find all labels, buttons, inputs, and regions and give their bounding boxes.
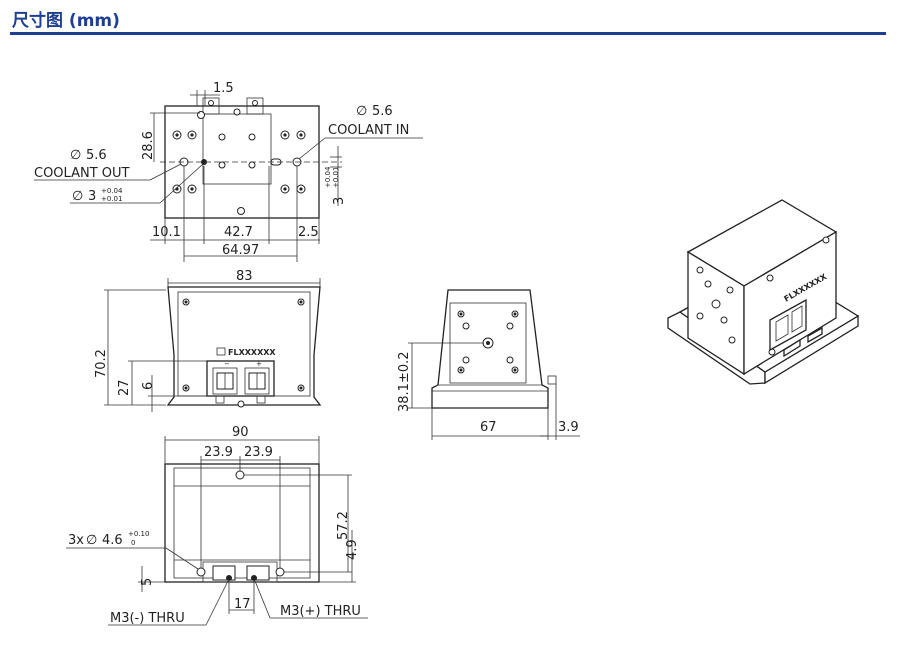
holes-tol-plus: +0.10 <box>128 530 149 538</box>
dim-57-2: 57.2 <box>336 511 351 540</box>
isometric-view: FLXXXXXX <box>667 199 860 385</box>
dim-5: 5 <box>140 578 155 586</box>
coolant-out-label: COOLANT OUT <box>34 166 130 181</box>
front-view: FLXXXXXX − + 83 70.2 27 6 <box>94 269 322 412</box>
dim-90: 90 <box>232 425 249 440</box>
side-view: 38.1±0.2 67 3.9 <box>397 289 580 440</box>
svg-text:−: − <box>224 360 230 368</box>
phi-symbol: ∅ <box>70 148 81 163</box>
dim-3-9: 3.9 <box>558 420 579 435</box>
m3-pos-label: M3(+) THRU <box>280 604 361 619</box>
tol-minus: +0.01 <box>332 167 340 188</box>
dim-holes-dia: 4.6 <box>102 533 123 548</box>
dim-3: 3 <box>332 197 347 205</box>
dim-64-97: 64.97 <box>222 243 259 258</box>
svg-text:+: + <box>256 360 262 368</box>
holes-tol-minus: 0 <box>131 539 135 547</box>
coolant-in-label: COOLANT IN <box>328 123 409 138</box>
dim-10-1: 10.1 <box>152 225 181 240</box>
dim-42-7: 42.7 <box>224 225 253 240</box>
dim-67: 67 <box>480 420 497 435</box>
bottom-view: 90 23.9 23.9 57.2 4.9 5 17 3x ∅ 4.6 +0.1… <box>66 425 368 626</box>
front-brand-logo: FLXXXXXX <box>228 348 276 357</box>
dim-2-5: 2.5 <box>298 225 319 240</box>
dim-17: 17 <box>234 597 251 612</box>
holes-count: 3x <box>68 533 84 548</box>
dim-23-9-b: 23.9 <box>244 445 273 460</box>
dim-1-5: 1.5 <box>213 81 234 96</box>
dim-83: 83 <box>236 269 253 284</box>
dim-70-2: 70.2 <box>94 349 109 378</box>
top-view: 1.5 28.6 ∅ 5.6 COOLANT OUT ∅ 3 +0.04 +0.… <box>34 81 423 262</box>
dim-38-1: 38.1±0.2 <box>397 351 412 412</box>
tol-plus: +0.04 <box>324 166 332 188</box>
m3-neg-label: M3(-) THRU <box>110 611 185 626</box>
dim-6: 6 <box>141 382 156 390</box>
tol-minus: +0.01 <box>101 195 122 203</box>
phi-symbol: ∅ <box>86 533 97 548</box>
dim-27: 27 <box>117 379 132 396</box>
dim-4-9: 4.9 <box>345 539 360 560</box>
page-title: 尺寸图 (mm) <box>12 11 120 31</box>
tol-plus: +0.04 <box>101 187 123 195</box>
header-rule <box>10 32 886 35</box>
left-pin-grid <box>172 130 197 194</box>
dim-phi3: 3 <box>88 189 96 204</box>
dim-23-9-a: 23.9 <box>204 445 233 460</box>
dim-phi-in: 5.6 <box>372 104 393 119</box>
dim-phi-out: 5.6 <box>86 148 107 163</box>
page-header: 尺寸图 (mm) <box>10 4 886 35</box>
dim-28-6: 28.6 <box>141 131 156 160</box>
phi-symbol: ∅ <box>356 104 367 119</box>
phi-symbol: ∅ <box>72 189 83 204</box>
